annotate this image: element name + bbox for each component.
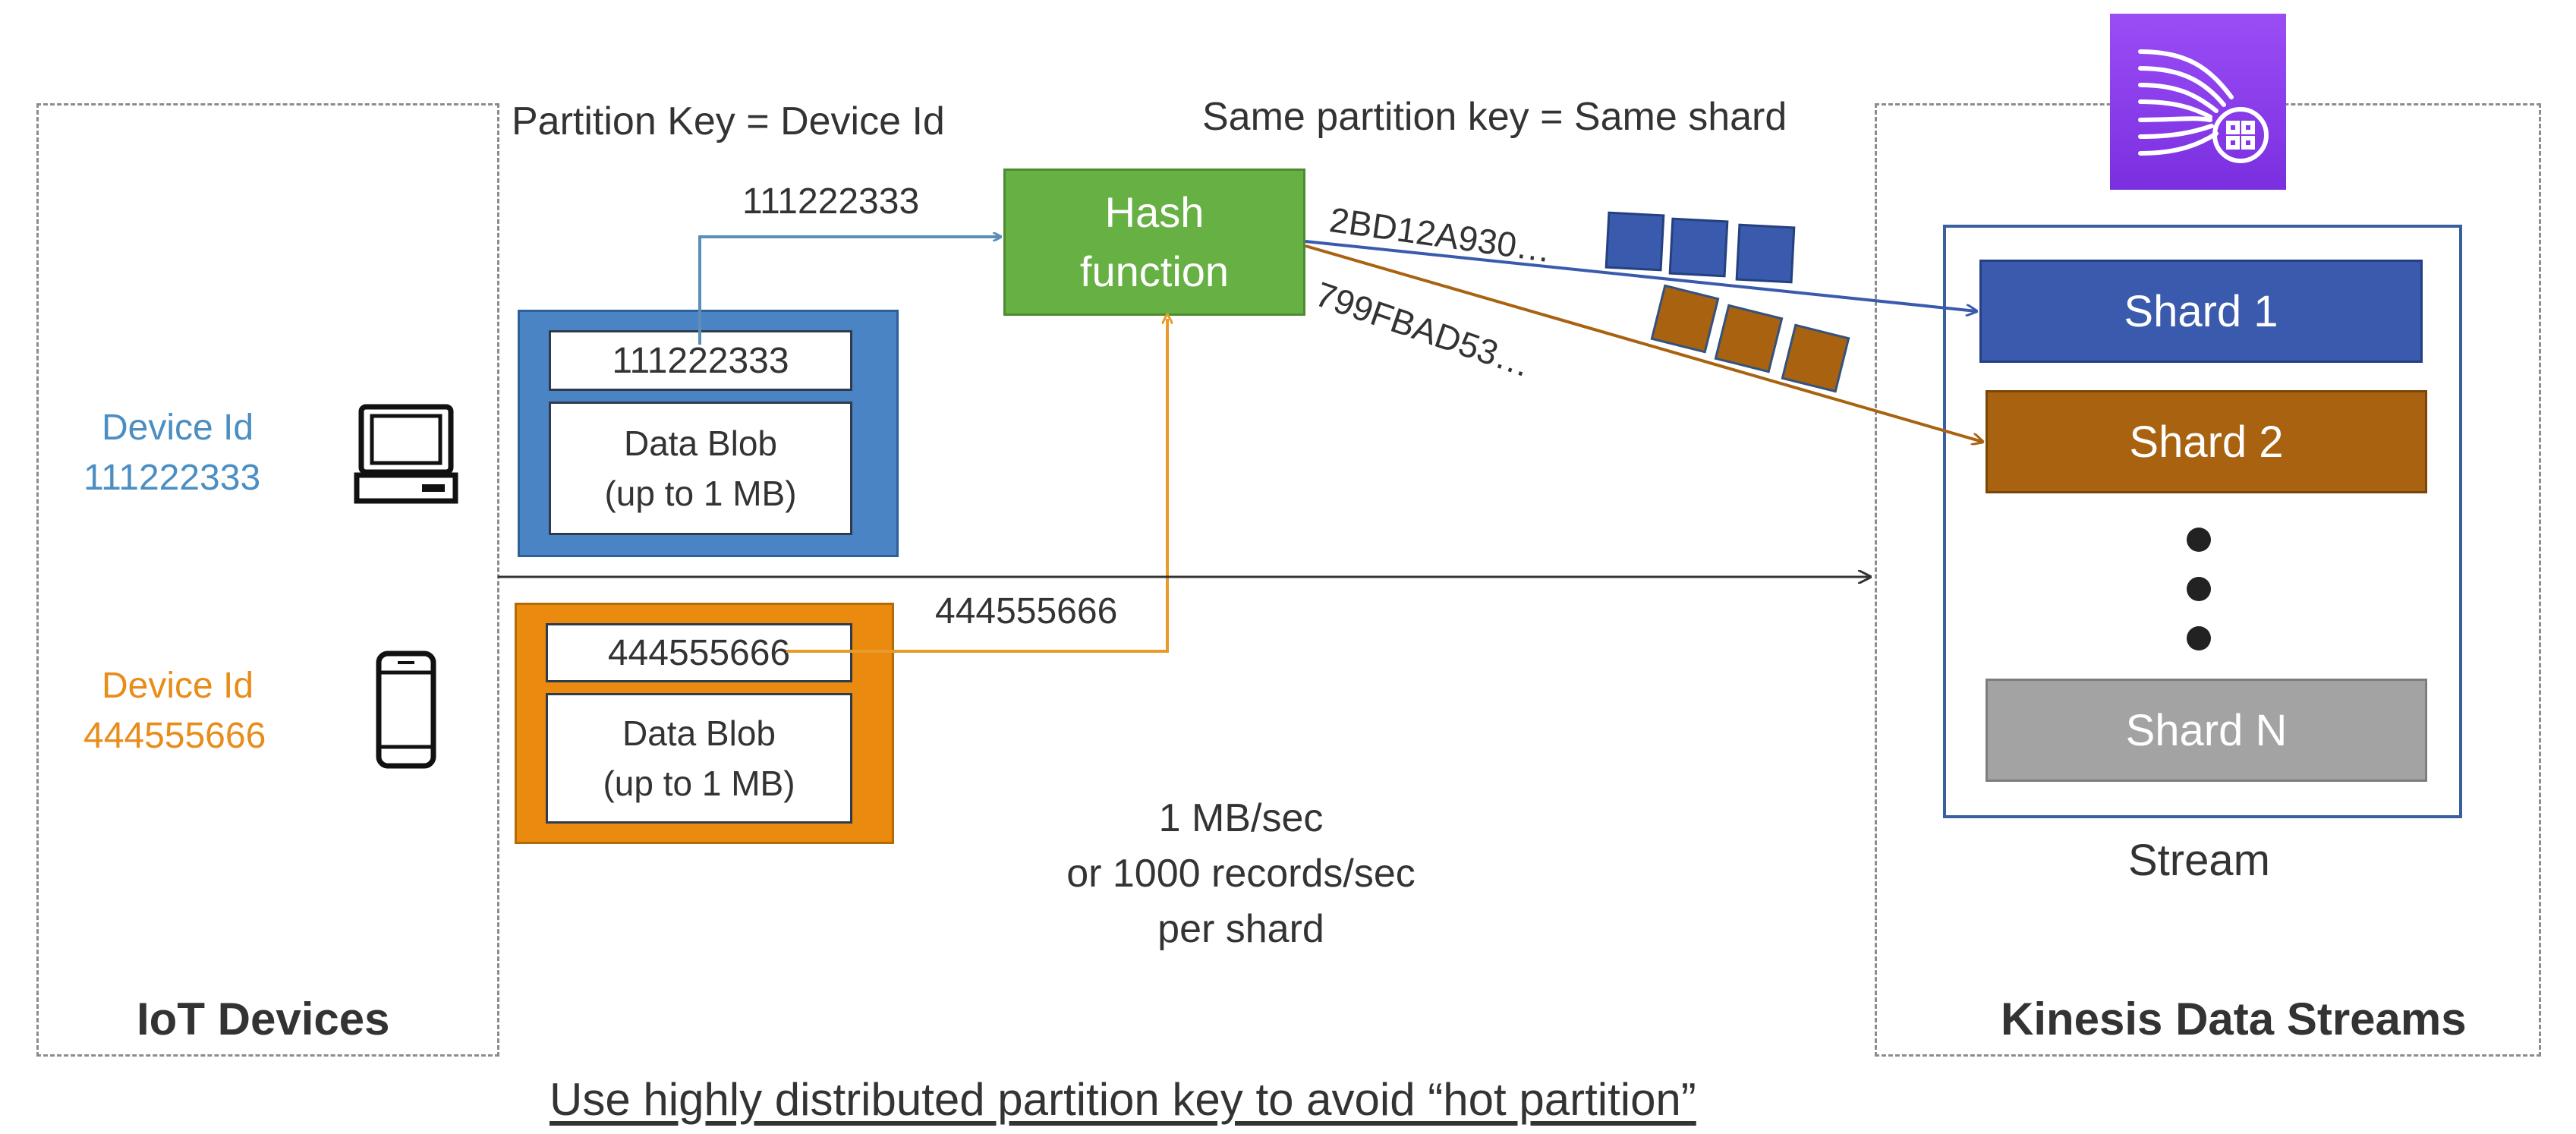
throughput-line-2: or 1000 records/sec [1066,851,1416,896]
hash-line-1: Hash [1104,188,1205,236]
hash-line-2: function [1079,247,1230,295]
shard-1-records [1604,211,1796,284]
stream-label: Stream [2128,836,2270,885]
more-shards-dots [2186,527,2212,656]
throughput-line-1: 1 MB/sec [1158,795,1324,840]
device-1-label: Device Id [102,408,254,448]
iot-devices-panel [36,103,499,1057]
record-1-partition-key: 111222333 [549,330,852,391]
laptop-icon [352,402,460,507]
device-1-id: 111222333 [83,458,261,498]
arrow-key-1-to-hash [698,237,1000,345]
arrow-key-label-1: 111222333 [742,181,920,222]
kinesis-data-streams-icon [2110,14,2286,190]
record-1-blob-line1: Data Blob [623,424,777,463]
same-partition-key-label: Same partition key = Same shard [1202,95,1787,139]
shard-2-records [1650,284,1850,393]
shard-2: Shard 2 [1986,390,2427,493]
partition-key-label: Partition Key = Device Id [512,99,945,143]
arrow-hash-to-shard-1 [1305,240,1976,311]
record-1: 111222333 Data Blob (up to 1 MB) [518,310,899,557]
throughput-line-3: per shard [1157,906,1324,951]
record-2-blob-line1: Data Blob [622,713,776,753]
arrow-key-label-2: 444555666 [935,591,1118,632]
mobile-phone-icon [375,650,437,770]
record-2-blob-line2: (up to 1 MB) [603,764,795,803]
shard-n: Shard N [1986,679,2427,782]
device-2-label: Device Id [102,666,254,706]
arrow-key-2-to-hash [786,319,1167,653]
kinesis-data-streams-title: Kinesis Data Streams [2001,994,2467,1044]
record-1-data-blob: Data Blob (up to 1 MB) [549,402,852,535]
record-2: 444555666 Data Blob (up to 1 MB) [515,603,894,844]
iot-devices-title: IoT Devices [137,994,390,1044]
hash-function-box: Hash function [1003,169,1305,316]
throughput-note: 1 MB/sec or 1000 records/sec per shard [1002,786,1480,961]
record-1-blob-line2: (up to 1 MB) [604,474,797,513]
arrow-hash-to-shard-2 [1305,244,1982,442]
record-2-data-blob: Data Blob (up to 1 MB) [546,693,852,824]
shard-1: Shard 1 [1979,260,2423,363]
device-2-id: 444555666 [83,716,266,756]
footer-note: Use highly distributed partition key to … [550,1074,1696,1125]
